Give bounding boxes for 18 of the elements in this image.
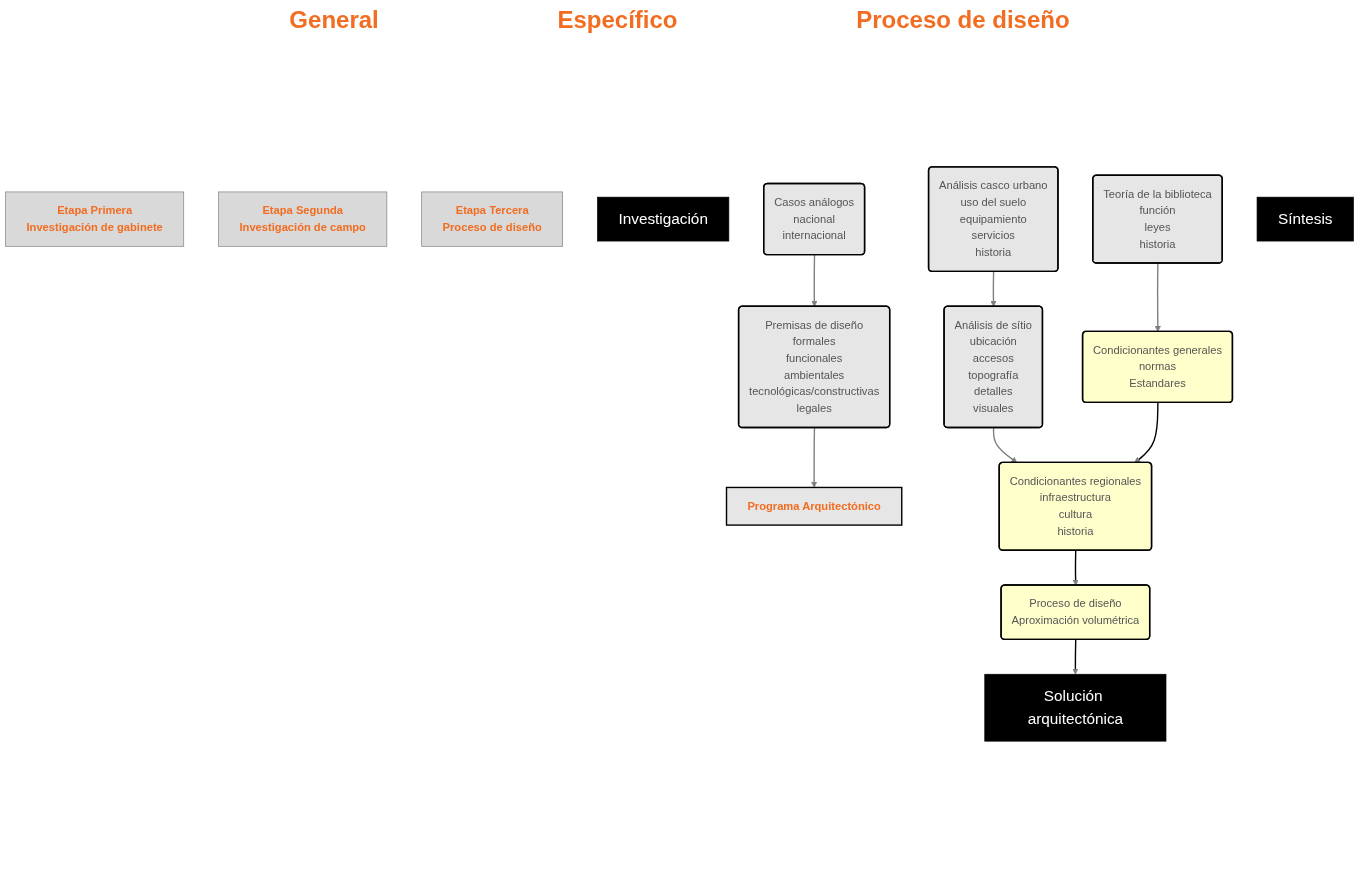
arrow [811, 427, 818, 488]
arrow [1072, 639, 1079, 675]
column-heading: Específico [557, 6, 678, 34]
node-box: Síntesis [1256, 196, 1354, 242]
arrow [1134, 402, 1159, 463]
arrow [811, 254, 818, 307]
node-box: Etapa Primera Investigación de gabinete [5, 191, 185, 247]
node-box: Programa Arquitectónico [725, 486, 903, 526]
arrow [992, 427, 1018, 463]
node-box: Etapa Tercera Proceso de diseño [421, 191, 563, 247]
arrow [1154, 262, 1161, 332]
column-heading: General [289, 6, 379, 34]
column-heading: Proceso de diseño [856, 6, 1070, 34]
arrow [990, 271, 997, 307]
node-box: Etapa Segunda Investigación de campo [218, 191, 388, 247]
node-box: Investigación [597, 196, 730, 242]
arrow [1072, 549, 1079, 586]
node-box: Solución arquitectónica [984, 673, 1167, 742]
